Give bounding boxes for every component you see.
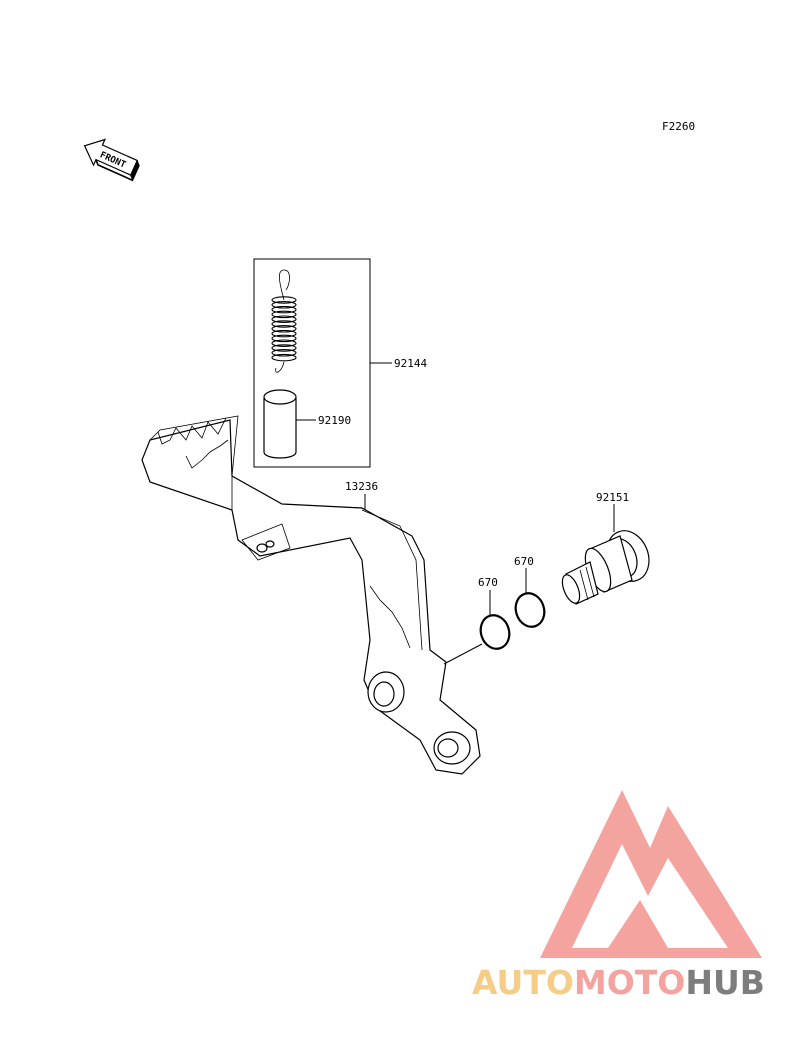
- brake-pedal: [141, 415, 481, 775]
- pivot-bolt: [561, 530, 650, 605]
- automotohub-logo: AUTOMOTOHUB: [472, 790, 765, 1002]
- spring-coil: [271, 344, 297, 352]
- front-arrow-icon: FRONT: [83, 138, 140, 182]
- spring-coil: [271, 315, 297, 323]
- spring-coil: [271, 310, 297, 319]
- spring-coil: [271, 325, 297, 333]
- spring-coil: [271, 349, 297, 357]
- spring-coil: [271, 305, 297, 314]
- spring-coil: [271, 339, 297, 347]
- part-label-92144: 92144: [394, 357, 427, 370]
- spring-coil: [271, 329, 297, 338]
- part-label-670-right: 670: [514, 555, 534, 568]
- logo-text-moto: MOTO: [574, 963, 685, 1002]
- collar-sleeve: [263, 389, 297, 459]
- part-label-92190: 92190: [318, 414, 351, 427]
- spring-coil: [271, 320, 297, 328]
- spring-coil: [271, 301, 297, 309]
- part-label-13236: 13236: [345, 480, 378, 493]
- svg-text:AUTOMOTOHUB: AUTOMOTOHUB: [472, 963, 765, 1002]
- spring-coil: [271, 353, 297, 362]
- return-spring: [271, 269, 297, 373]
- o-ring-right: [514, 592, 546, 628]
- logo-text-auto: AUTO: [472, 963, 574, 1002]
- part-label-92151: 92151: [596, 491, 629, 504]
- o-ring-left: [479, 614, 511, 650]
- figure-code: F2260: [662, 120, 695, 133]
- logo-text-hub: HUB: [685, 963, 765, 1002]
- spring-coil: [271, 334, 297, 343]
- part-label-670-left: 670: [478, 576, 498, 589]
- spring-coil: [271, 296, 297, 304]
